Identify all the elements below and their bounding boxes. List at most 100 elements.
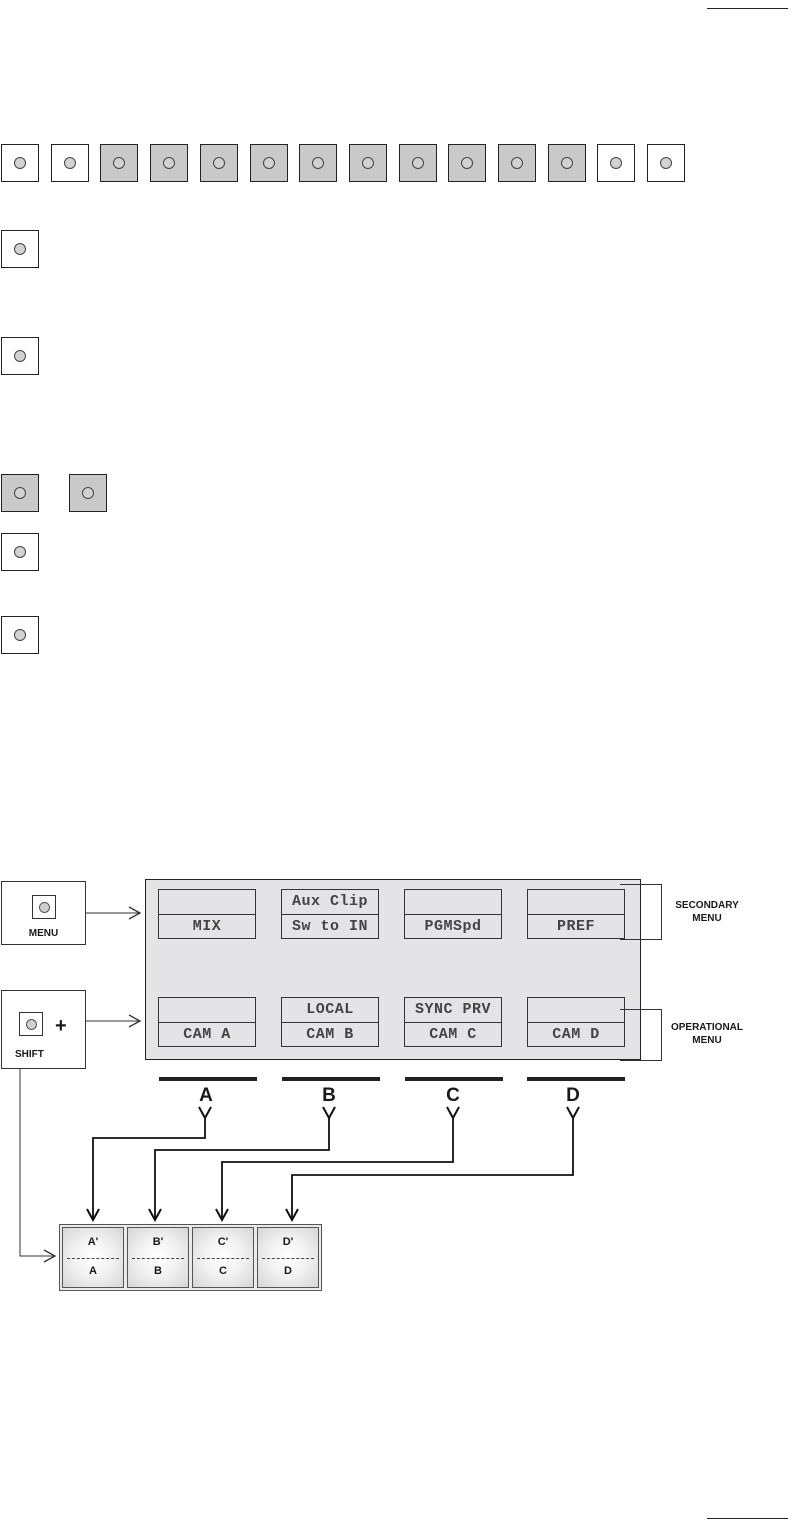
secondary-cell-3[interactable]: PGMSpd — [404, 889, 502, 939]
key-row-button-3[interactable] — [100, 144, 139, 182]
operational-menu-label-line1: OPERATIONAL — [670, 1022, 744, 1033]
cell-line-2: CAM B — [306, 1026, 354, 1043]
led-icon — [461, 157, 474, 169]
key-single-1[interactable] — [1, 230, 39, 268]
key-row-button-8[interactable] — [348, 144, 387, 182]
bottom-rule — [707, 1518, 788, 1519]
shift-button[interactable] — [19, 1012, 43, 1036]
key-row-button-10[interactable] — [448, 144, 487, 182]
led-icon — [14, 629, 26, 641]
secondary-menu-bracket — [620, 884, 662, 940]
led-icon — [610, 157, 623, 169]
secondary-cell-1[interactable]: MIX — [158, 889, 256, 939]
led-icon — [262, 157, 275, 169]
led-icon — [14, 487, 26, 499]
cell-line-1 — [528, 998, 624, 1023]
cell-line-1: LOCAL — [282, 998, 378, 1023]
key-row-button-9[interactable] — [398, 144, 437, 182]
cell-line-2: CAM D — [552, 1026, 600, 1043]
key-row-button-6[interactable] — [249, 144, 288, 182]
lcd-panel: MIX Aux Clip Sw to IN PGMSpd PREF CAM A … — [145, 879, 641, 1060]
secondary-menu-label-line2: MENU — [692, 913, 722, 924]
soft-key-bottom-label: C — [219, 1265, 227, 1277]
letter-b: B — [322, 1085, 336, 1106]
cell-line-1: Aux Clip — [282, 890, 378, 915]
secondary-menu-label-line1: SECONDARY — [675, 900, 739, 911]
operational-cell-3[interactable]: SYNC PRV CAM C — [404, 997, 502, 1047]
cell-line-1 — [528, 890, 624, 915]
operational-cell-2[interactable]: LOCAL CAM B — [281, 997, 379, 1047]
secondary-menu-label: SECONDARY MENU — [664, 899, 750, 925]
shift-key[interactable]: + SHIFT — [1, 990, 86, 1069]
menu-key-label: MENU — [28, 928, 59, 939]
plus-sign: + — [55, 1015, 67, 1037]
top-rule — [707, 8, 788, 9]
soft-key-divider — [262, 1258, 314, 1259]
soft-key-bottom-label: A — [89, 1265, 97, 1277]
key-row-button-12[interactable] — [547, 144, 586, 182]
led-icon — [38, 901, 50, 913]
key-single-3[interactable] — [1, 533, 39, 571]
soft-key-bottom-label: D — [284, 1265, 292, 1277]
soft-key-divider — [197, 1258, 249, 1259]
led-icon — [14, 157, 26, 169]
led-icon — [212, 157, 225, 169]
key-grey-right[interactable] — [69, 474, 107, 512]
key-row-button-2[interactable] — [50, 144, 89, 182]
key-row-button-7[interactable] — [299, 144, 338, 182]
menu-button[interactable] — [32, 895, 56, 919]
letter-c: C — [446, 1085, 460, 1106]
soft-key-b[interactable]: B' B — [127, 1227, 189, 1288]
underbar-c — [405, 1077, 503, 1081]
key-single-4[interactable] — [1, 616, 39, 654]
soft-key-a[interactable]: A' A — [62, 1227, 124, 1288]
soft-key-bottom-label: B — [154, 1265, 162, 1277]
soft-key-divider — [132, 1258, 184, 1259]
led-icon — [660, 157, 673, 169]
led-icon — [14, 546, 26, 558]
cell-line-2: Sw to IN — [291, 918, 368, 935]
soft-key-d[interactable]: D' D — [257, 1227, 319, 1288]
led-icon — [63, 157, 76, 169]
cell-line-2: MIX — [192, 918, 222, 935]
soft-key-c[interactable]: C' C — [192, 1227, 254, 1288]
cell-line-2: PREF — [556, 918, 595, 935]
cell-line-2: CAM C — [429, 1026, 477, 1043]
led-icon — [361, 157, 374, 169]
soft-key-strip: A' A B' B C' C D' D — [59, 1224, 322, 1291]
key-row-button-4[interactable] — [150, 144, 189, 182]
soft-key-divider — [67, 1258, 119, 1259]
key-row-button-1[interactable] — [1, 144, 39, 182]
operational-cell-1[interactable]: CAM A — [158, 997, 256, 1047]
secondary-cell-4[interactable]: PREF — [527, 889, 625, 939]
led-icon — [25, 1018, 37, 1030]
key-single-2[interactable] — [1, 337, 39, 375]
secondary-cell-2[interactable]: Aux Clip Sw to IN — [281, 889, 379, 939]
cell-line-1: SYNC PRV — [405, 998, 501, 1023]
cell-line-2: CAM A — [183, 1026, 231, 1043]
menu-key[interactable]: MENU — [1, 881, 86, 945]
cell-line-2: PGMSpd — [424, 918, 482, 935]
underbar-b — [282, 1077, 380, 1081]
underbar-a — [159, 1077, 257, 1081]
key-row-button-14[interactable] — [647, 144, 686, 182]
led-icon — [511, 157, 523, 169]
led-icon — [163, 157, 176, 169]
shift-key-label: SHIFT — [15, 1049, 44, 1060]
led-icon — [82, 487, 94, 499]
led-icon — [560, 157, 573, 169]
letter-d: D — [566, 1085, 580, 1106]
soft-key-top-label: A' — [87, 1236, 99, 1248]
led-icon — [14, 350, 26, 362]
key-grey-left[interactable] — [1, 474, 39, 512]
cell-line-1 — [159, 890, 255, 915]
operational-cell-4[interactable]: CAM D — [527, 997, 625, 1047]
underbar-d — [527, 1077, 625, 1081]
soft-key-top-label: D' — [282, 1236, 294, 1248]
key-row-button-11[interactable] — [498, 144, 536, 182]
operational-menu-label-line2: MENU — [692, 1035, 722, 1046]
key-row-button-13[interactable] — [597, 144, 636, 182]
key-row-button-5[interactable] — [199, 144, 238, 182]
led-icon — [312, 157, 325, 169]
